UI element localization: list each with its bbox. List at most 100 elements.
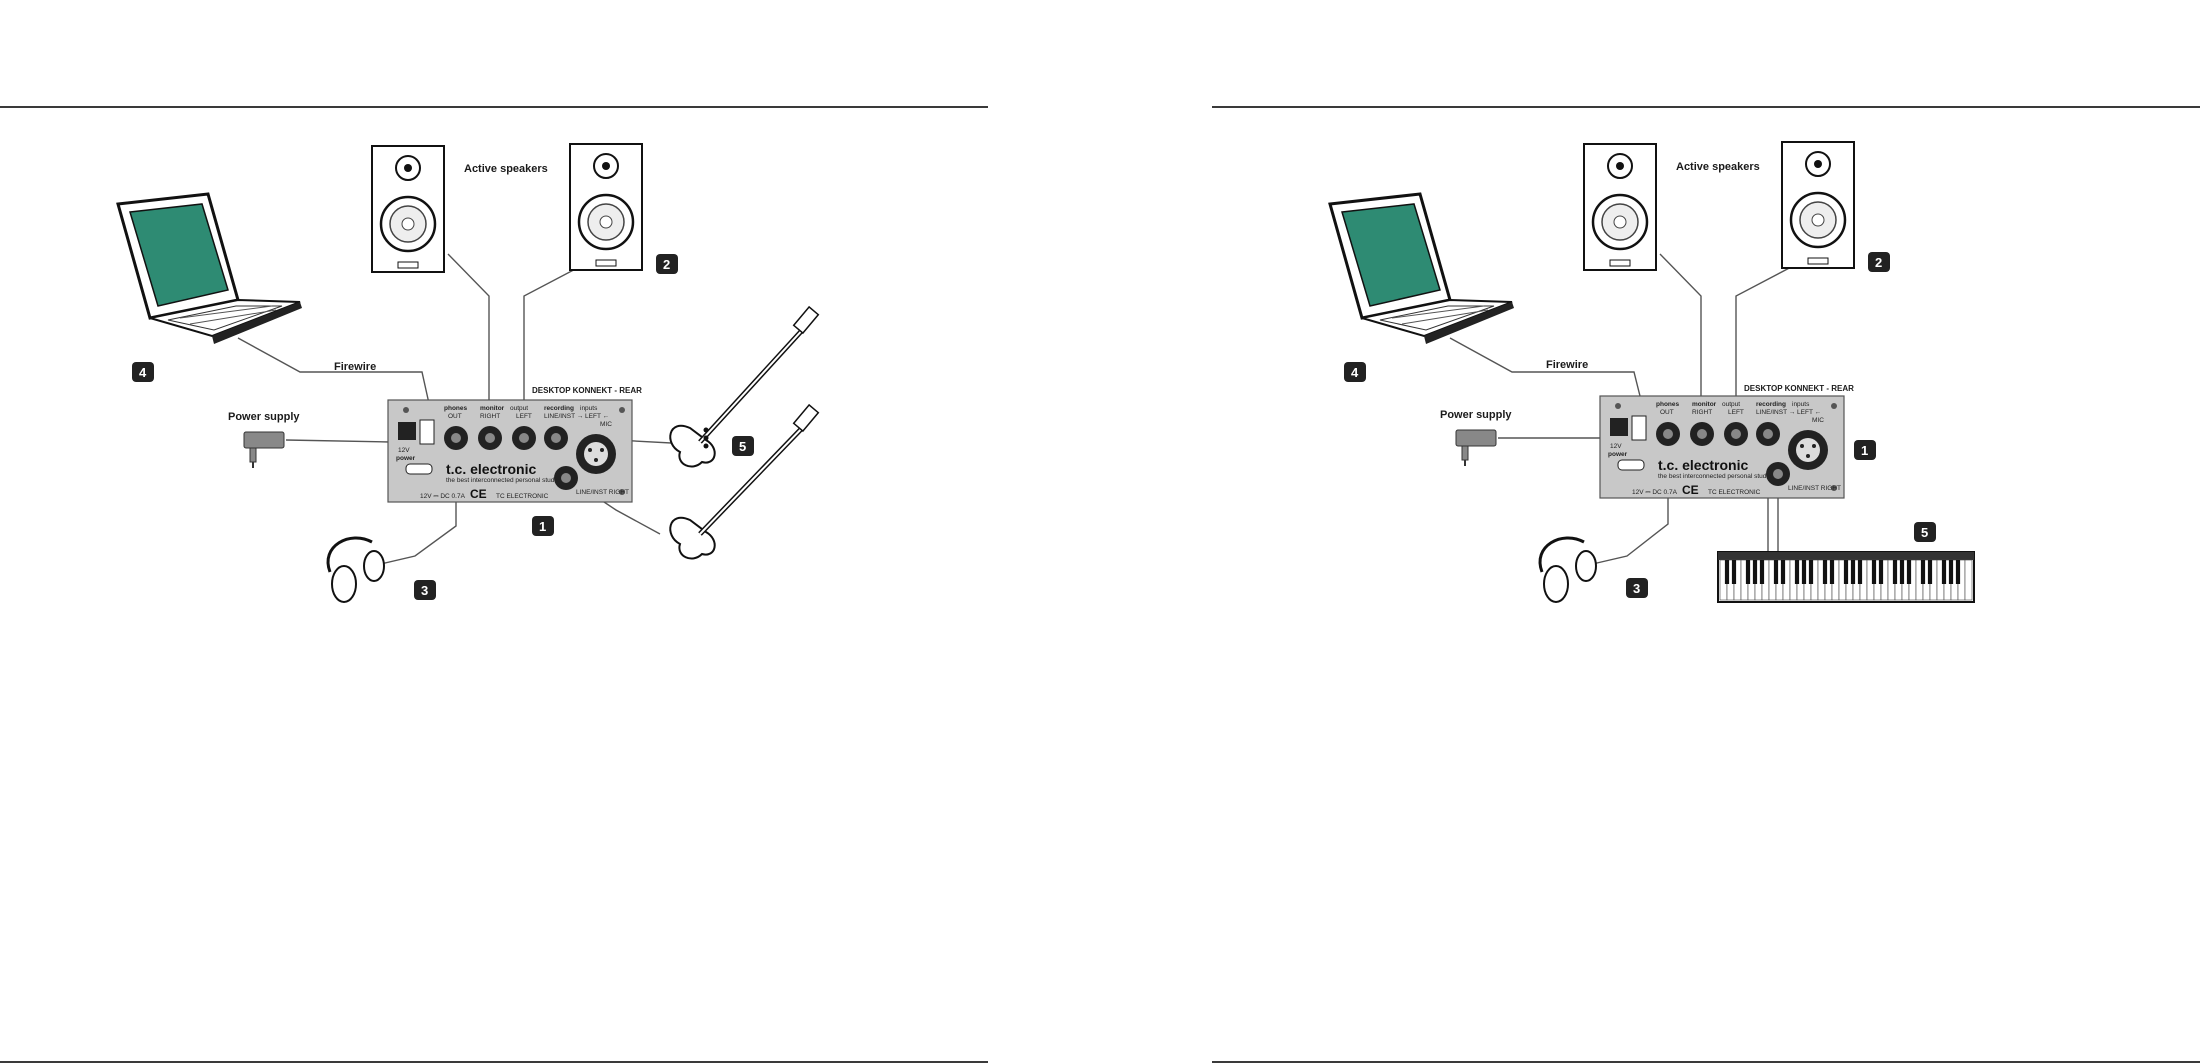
- svg-text:recording: recording: [1756, 401, 1786, 408]
- bottom-rule: [0, 1061, 988, 1063]
- svg-text:phones: phones: [1656, 401, 1679, 408]
- speaker-cable-right: [523, 253, 605, 408]
- badge-5: 5: [732, 436, 754, 456]
- svg-text:LINE/INST RIGHT: LINE/INST RIGHT: [576, 489, 629, 496]
- guitar-2-icon: [669, 403, 820, 560]
- speaker-right-icon: [1781, 141, 1855, 269]
- black-key: [1850, 560, 1856, 584]
- svg-text:3: 3: [421, 583, 428, 598]
- black-key: [1871, 560, 1877, 584]
- svg-text:5: 5: [739, 439, 746, 454]
- badge-4: 4: [1344, 362, 1366, 382]
- firewire-cable: [237, 337, 431, 409]
- svg-text:recording: recording: [544, 405, 574, 412]
- svg-text:4: 4: [139, 365, 147, 380]
- svg-text:LINE/INST RIGHT: LINE/INST RIGHT: [1788, 485, 1841, 492]
- power-cable: [285, 439, 391, 443]
- svg-text:MIC: MIC: [600, 421, 612, 428]
- firewire-label: Firewire: [334, 361, 376, 373]
- black-key: [1927, 560, 1933, 584]
- black-key: [1857, 560, 1863, 584]
- firewire-label: Firewire: [1546, 359, 1588, 371]
- svg-text:power: power: [1608, 451, 1628, 458]
- svg-text:OUT: OUT: [1660, 409, 1674, 416]
- svg-text:output: output: [1722, 401, 1740, 408]
- badge-2: 2: [1868, 252, 1890, 272]
- badge-4: 4: [132, 362, 154, 382]
- svg-text:1: 1: [1861, 443, 1868, 458]
- speaker-left-icon: [1583, 143, 1657, 271]
- setup-diagram-guitars: Active speakers Firewire Power supply DE…: [116, 143, 820, 603]
- svg-text:output: output: [510, 405, 528, 412]
- black-key: [1899, 560, 1905, 584]
- svg-text:12V: 12V: [1610, 443, 1622, 450]
- white-key: [1964, 559, 1973, 601]
- svg-text:OUT: OUT: [448, 413, 462, 420]
- svg-text:2: 2: [663, 257, 670, 272]
- headphone-cable: [371, 492, 457, 567]
- top-rule: [1212, 106, 2200, 108]
- badge-1: 1: [1854, 440, 1876, 460]
- device-rear-panel: 12V power phones OUT monitor output RIGH…: [387, 399, 633, 503]
- headphones-icon: [326, 536, 385, 603]
- svg-text:12V ⎓ DC 0.7A: 12V ⎓ DC 0.7A: [1632, 489, 1678, 496]
- svg-text:monitor: monitor: [1692, 401, 1717, 408]
- svg-text:TC ELECTRONIC: TC ELECTRONIC: [1708, 489, 1761, 496]
- black-key: [1878, 560, 1884, 584]
- black-key: [1843, 560, 1849, 584]
- svg-text:monitor: monitor: [480, 405, 505, 412]
- svg-text:CE: CE: [470, 487, 487, 501]
- svg-text:LEFT: LEFT: [1728, 409, 1744, 416]
- black-key: [1822, 560, 1828, 584]
- power-adapter-icon: [1455, 429, 1497, 466]
- svg-text:phones: phones: [444, 405, 467, 412]
- speaker-cable-left: [447, 253, 490, 408]
- svg-text:1: 1: [539, 519, 546, 534]
- speaker-cable-right: [1735, 253, 1817, 404]
- svg-text:3: 3: [1633, 581, 1640, 596]
- page-left: Active speakers Firewire Power supply DE…: [0, 0, 990, 1064]
- laptop-icon: [1328, 192, 1514, 344]
- svg-text:the best interconnected person: the best interconnected personal studio: [1658, 473, 1772, 480]
- setup-diagram-keyboard: Active speakers Firewire Power supply DE…: [1328, 141, 1975, 603]
- svg-text:t.c. electronic: t.c. electronic: [1658, 457, 1748, 473]
- badge-1: 1: [532, 516, 554, 536]
- svg-text:RIGHT: RIGHT: [1692, 409, 1712, 416]
- svg-text:LINE/INST → LEFT ←: LINE/INST → LEFT ←: [1756, 409, 1821, 416]
- speakers-label: Active speakers: [464, 163, 548, 175]
- headphone-cable: [1583, 488, 1669, 567]
- black-key: [1829, 560, 1835, 584]
- black-key: [1745, 560, 1751, 584]
- power-supply-label: Power supply: [228, 411, 300, 423]
- svg-text:RIGHT: RIGHT: [480, 413, 500, 420]
- power-adapter-icon: [243, 431, 285, 468]
- black-key: [1724, 560, 1730, 584]
- device-title: DESKTOP KONNEKT - REAR: [532, 386, 642, 395]
- device-title: DESKTOP KONNEKT - REAR: [1744, 384, 1854, 393]
- speakers-label: Active speakers: [1676, 161, 1760, 173]
- cables: [237, 253, 691, 567]
- svg-text:LEFT: LEFT: [516, 413, 532, 420]
- cables: [1449, 253, 1817, 567]
- firewire-cable: [1449, 337, 1643, 405]
- svg-text:12V ⎓ DC 0.7A: 12V ⎓ DC 0.7A: [420, 493, 466, 500]
- svg-text:2: 2: [1875, 255, 1882, 270]
- guitar-1-icon: [669, 305, 820, 468]
- svg-text:CE: CE: [1682, 483, 1699, 497]
- badge-2: 2: [656, 254, 678, 274]
- badge-5: 5: [1914, 522, 1936, 542]
- black-key: [1920, 560, 1926, 584]
- page-right: Active speakers Firewire Power supply DE…: [1212, 0, 2202, 1064]
- black-key: [1759, 560, 1765, 584]
- svg-text:MIC: MIC: [1812, 417, 1824, 424]
- black-key: [1780, 560, 1786, 584]
- headphones-icon: [1538, 536, 1597, 603]
- black-key: [1794, 560, 1800, 584]
- svg-text:LINE/INST → LEFT ←: LINE/INST → LEFT ←: [544, 413, 609, 420]
- svg-text:the best interconnected person: the best interconnected personal studio: [446, 477, 560, 484]
- badge-3: 3: [414, 580, 436, 600]
- black-key: [1941, 560, 1947, 584]
- speaker-cable-left: [1659, 253, 1702, 404]
- laptop-icon: [116, 192, 302, 344]
- speaker-right-icon: [569, 143, 643, 271]
